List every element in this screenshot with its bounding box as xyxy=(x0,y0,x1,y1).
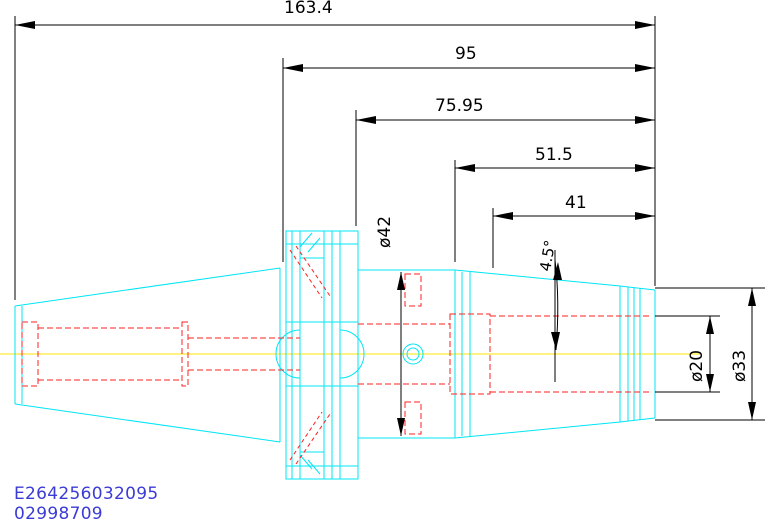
bore-depth-2-label: 41 xyxy=(565,193,587,213)
flange-diameter-label: ø42 xyxy=(375,216,395,248)
taper-shank-outline xyxy=(14,267,281,443)
part-number: E264256032095 xyxy=(14,484,159,504)
overall-length-label: 163.4 xyxy=(284,0,333,18)
bore-diameter-label: ø20 xyxy=(687,350,707,382)
internal-bore-hidden-lines xyxy=(21,273,650,435)
flange-to-end-label: 95 xyxy=(455,44,477,64)
taper-angle-label: 4.5° xyxy=(536,239,559,273)
nose-diameter-label: ø33 xyxy=(730,350,750,382)
flange-notch-hatch xyxy=(289,245,331,465)
dimension-lines xyxy=(14,16,765,436)
dimension-arrowheads xyxy=(15,21,756,436)
body-outline xyxy=(275,269,656,439)
gauge-length-label: 75.95 xyxy=(435,96,484,116)
order-number: 02998709 xyxy=(14,504,103,524)
flange-outline xyxy=(285,230,359,480)
bore-depth-1-label: 51.5 xyxy=(535,145,573,165)
